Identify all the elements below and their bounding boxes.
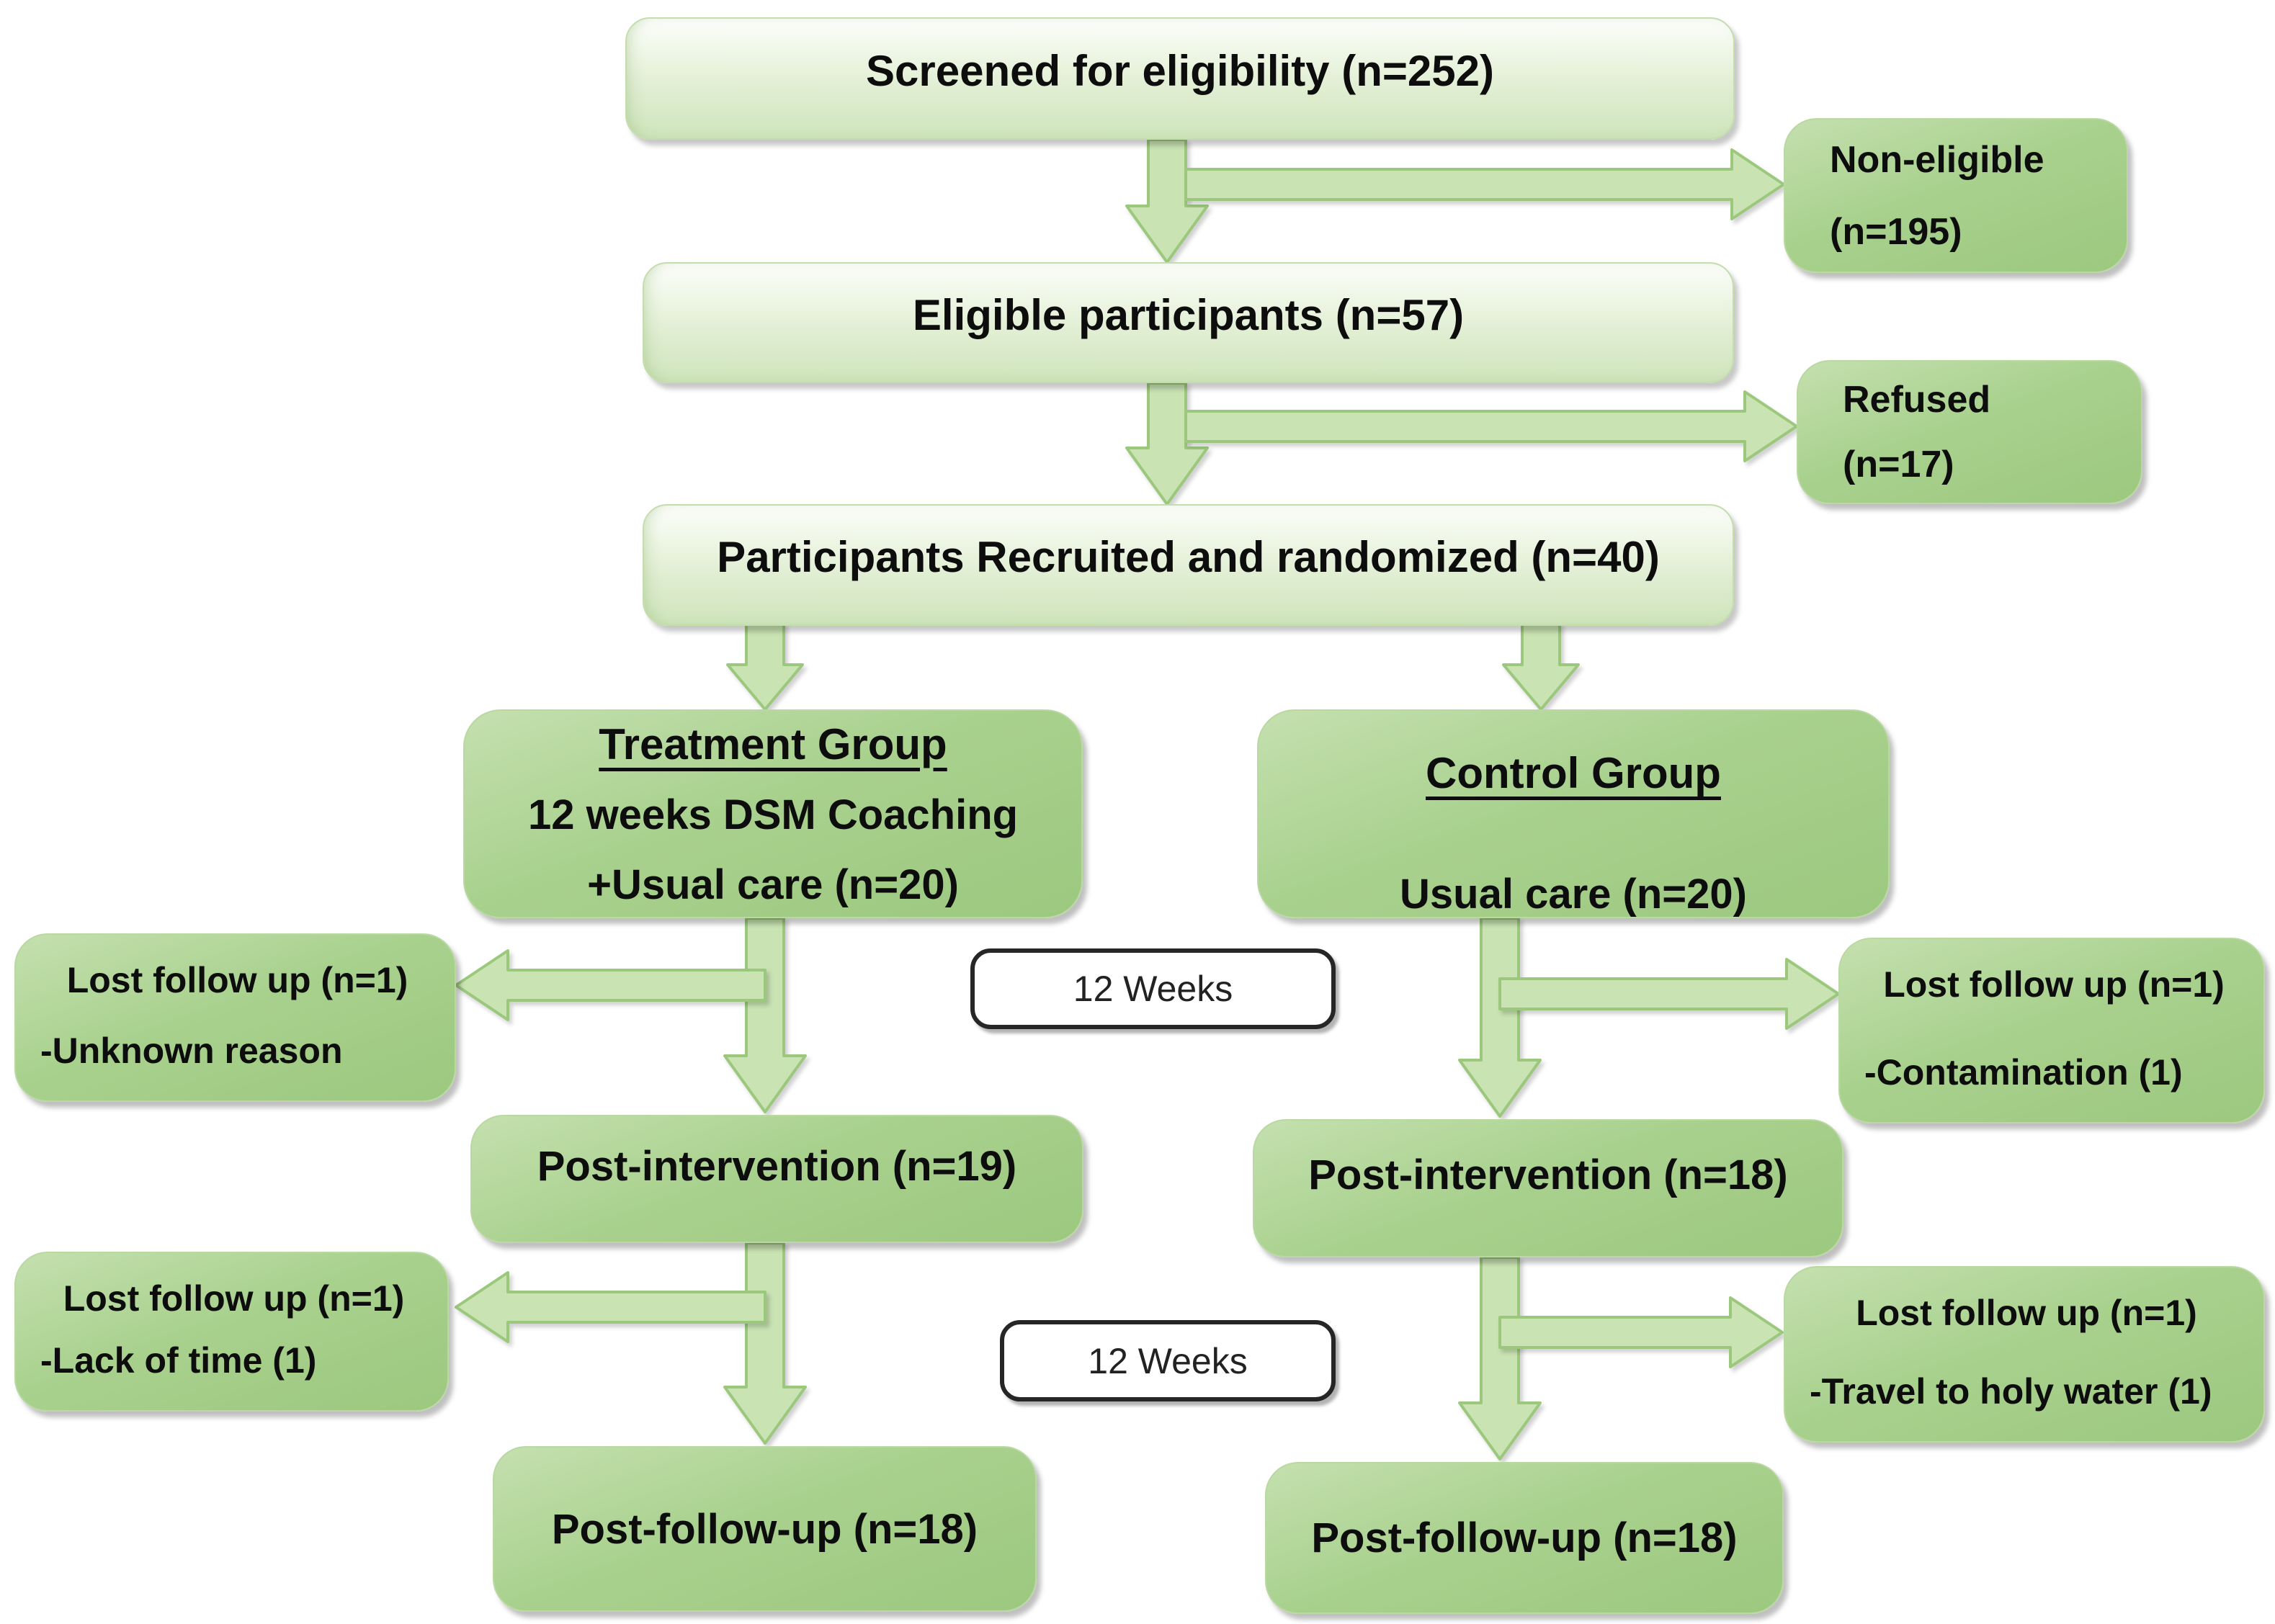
box-post-followup-control: Post-follow-up (n=18): [1265, 1462, 1784, 1614]
post-intervention-treatment-label: Post-intervention (n=19): [537, 1143, 1017, 1190]
interval-12-weeks-2-label: 12 Weeks: [1088, 1340, 1248, 1381]
box-non-eligible-line1: Non-eligible: [1830, 138, 2044, 181]
arrow-treatment-to-postintervention: [723, 917, 807, 1113]
interval-12-weeks-1: 12 Weeks: [970, 948, 1336, 1029]
box-post-followup-treatment: Post-follow-up (n=18): [493, 1446, 1037, 1612]
box-recruited: Participants Recruited and randomized (n…: [643, 504, 1734, 626]
arrow-postintervention-treat-to-postfollowup: [723, 1242, 807, 1445]
box-refused: Refused (n=17): [1797, 360, 2142, 504]
lost-ctrl-end-line1: Lost follow up (n=1): [1856, 1293, 2197, 1333]
box-non-eligible: Non-eligible (n=195): [1784, 118, 2128, 273]
arrow-recruited-to-control: [1502, 622, 1580, 711]
box-lost-followup-control-2: Lost follow up (n=1) -Travel to holy wat…: [1784, 1266, 2265, 1443]
treatment-group-line3: +Usual care (n=20): [587, 861, 959, 908]
box-treatment-group: Treatment Group 12 weeks DSM Coaching +U…: [463, 709, 1083, 918]
box-non-eligible-line2: (n=195): [1830, 210, 1962, 253]
arrow-eligible-to-recruited: [1125, 382, 1209, 506]
treatment-group-line2: 12 weeks DSM Coaching: [527, 791, 1019, 838]
interval-12-weeks-1-label: 12 Weeks: [1073, 969, 1233, 1009]
box-lost-followup-treatment-2: Lost follow up (n=1) -Lack of time (1): [14, 1252, 449, 1412]
post-followup-treatment-label: Post-follow-up (n=18): [551, 1505, 978, 1553]
box-control-group: Control Group Usual care (n=20): [1257, 709, 1890, 918]
treatment-group-title: Treatment Group: [599, 719, 947, 768]
lost-treat-mid-line2: -Unknown reason: [40, 1031, 343, 1071]
arrow-control-to-postintervention: [1458, 917, 1542, 1118]
arrow-screened-to-noneligible: [1184, 148, 1785, 220]
box-recruited-label: Participants Recruited and randomized (n…: [717, 533, 1660, 581]
control-group-title: Control Group: [1426, 749, 1721, 797]
box-post-intervention-treatment: Post-intervention (n=19): [470, 1115, 1083, 1243]
control-group-line2: Usual care (n=20): [1400, 871, 1747, 918]
box-screened-label: Screened for eligibility (n=252): [866, 46, 1494, 95]
arrow-recruited-to-treatment: [726, 622, 804, 711]
lost-treat-mid-line1: Lost follow up (n=1): [66, 960, 408, 1000]
arrow-eligible-to-refused: [1184, 390, 1798, 462]
arrow-treatment-to-lostfollowup-1: [455, 949, 766, 1021]
post-intervention-control-label: Post-intervention (n=18): [1308, 1152, 1788, 1198]
arrow-screened-to-eligible: [1125, 138, 1209, 264]
box-post-intervention-control: Post-intervention (n=18): [1253, 1119, 1843, 1257]
lost-ctrl-mid-line1: Lost follow up (n=1): [1883, 964, 2225, 1005]
box-refused-line1: Refused: [1843, 379, 1991, 421]
lost-ctrl-end-line2: -Travel to holy water (1): [1810, 1371, 2212, 1412]
lost-treat-end-line1: Lost follow up (n=1): [63, 1278, 405, 1319]
interval-12-weeks-2: 12 Weeks: [1000, 1320, 1336, 1401]
box-lost-followup-control-1: Lost follow up (n=1) -Contamination (1): [1838, 938, 2265, 1123]
lost-ctrl-mid-line2: -Contamination (1): [1864, 1052, 2183, 1093]
box-eligible: Eligible participants (n=57): [643, 262, 1734, 383]
box-lost-followup-treatment-1: Lost follow up (n=1) -Unknown reason: [14, 933, 456, 1102]
box-screened: Screened for eligibility (n=252): [625, 17, 1735, 140]
box-eligible-label: Eligible participants (n=57): [912, 290, 1465, 339]
lost-treat-end-line2: -Lack of time (1): [40, 1340, 317, 1381]
post-followup-control-label: Post-follow-up (n=18): [1311, 1515, 1738, 1561]
arrow-control-to-lostfollowup-1: [1498, 958, 1840, 1030]
arrow-postintervention-treat-to-lostfollowup-2: [455, 1271, 766, 1343]
arrow-postintervention-ctrl-to-lostfollowup-2: [1498, 1296, 1784, 1368]
box-refused-line2: (n=17): [1843, 444, 1954, 485]
arrow-postintervention-ctrl-to-postfollowup: [1458, 1256, 1542, 1461]
